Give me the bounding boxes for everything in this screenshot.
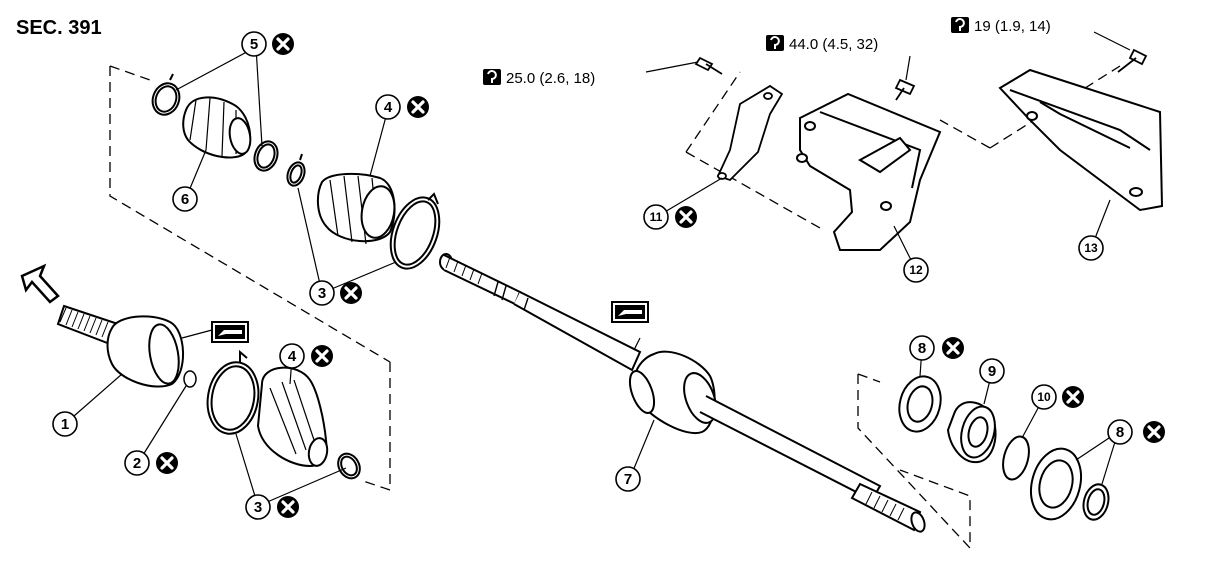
callout-7-circle [615,466,641,492]
boot-band-upper-right [253,140,279,172]
front-arrow-icon [20,263,60,304]
callout-3-lower-circle [245,494,271,520]
grease-gun-icon [211,321,249,343]
callout-9-label: 9 [988,363,996,380]
boot-band-upper-small [286,153,306,187]
circlip-part-2 [183,370,197,388]
callout-4-upper-circle [375,94,401,120]
x-circle-icon [673,204,699,230]
callout-1-circle [52,411,78,437]
outer-cv-joint [56,304,185,388]
callout-5 [241,31,267,57]
x-circle-icon [309,343,335,369]
callout-8-lower-circle [1107,419,1133,445]
callout-7-label: 7 [624,471,632,488]
boot-band-upper-left [151,73,181,116]
callout-6-label: 6 [181,191,189,208]
callout-10-label: 10 [1037,390,1051,404]
section-label: SEC. 391 [16,17,102,39]
callout-6-circle [172,186,198,212]
callout-13-circle [1078,235,1104,261]
bracket-part-12 [796,92,942,251]
torque-label-right: 19 (1.9, 14) [974,18,1051,35]
kit-boundary-lines [109,65,1121,550]
boot-band-lower-large [206,349,260,435]
damper-part-6 [182,96,252,159]
torque-wrench-icon [482,68,502,86]
heat-insulator-part-13 [998,68,1164,212]
plate-part-11 [716,84,784,182]
callout-8-lower-label: 8 [1116,424,1124,441]
callout-4-upper-label: 4 [384,99,393,116]
callout-13-label: 13 [1084,241,1098,255]
callout-8-upper-label: 8 [918,340,926,357]
callout-4-lower-circle [279,343,305,369]
callout-3-lower-label: 3 [254,499,262,516]
x-circle-icon [1141,419,1167,445]
support-bearing [946,401,997,464]
x-circle-icon [270,31,296,57]
callout-2-label: 2 [133,455,141,472]
snap-ring-part-10 [1002,435,1030,481]
x-circle-icon [940,335,966,361]
callout-8-upper-circle [909,335,935,361]
bolt-right [1117,48,1148,73]
callout-9-circle [979,358,1005,384]
callout-2-circle [124,450,150,476]
inner-cv-joint [628,350,926,533]
bolt-upper-left [694,56,723,75]
callout-4-lower-label: 4 [288,348,297,365]
torque-label-center: 44.0 (4.5, 32) [789,36,878,53]
x-circle-icon [154,450,180,476]
x-circle-icon [338,280,364,306]
callout-11-circle [643,204,669,230]
callout-3-upper-circle [309,280,335,306]
drive-shaft [439,253,642,372]
grease-gun-icon [611,301,649,323]
leader-lines [65,31,1131,507]
x-circle-icon [405,94,431,120]
callout-12-label: 12 [909,263,923,277]
callout-12-circle [903,257,929,283]
x-circle-icon [1060,384,1086,410]
boot-band-upper-large [389,192,441,270]
callout-10-circle [1031,384,1057,410]
dust-seal-lower [1030,447,1110,521]
torque-wrench-icon [950,16,970,34]
torque-wrench-icon [765,34,785,52]
boot-band-lower-small [337,452,361,480]
torque-label-upper-left: 25.0 (2.6, 18) [506,70,595,87]
bolt-center [894,78,916,101]
outer-boot [256,366,329,468]
x-circle-icon [275,494,301,520]
callout-11-label: 11 [650,210,663,224]
callout-5-label: 5 [250,36,258,53]
dust-seal-upper [898,375,942,433]
callout-3-upper-label: 3 [318,285,326,302]
inner-boot [316,172,396,245]
callout-1-label: 1 [61,416,69,433]
